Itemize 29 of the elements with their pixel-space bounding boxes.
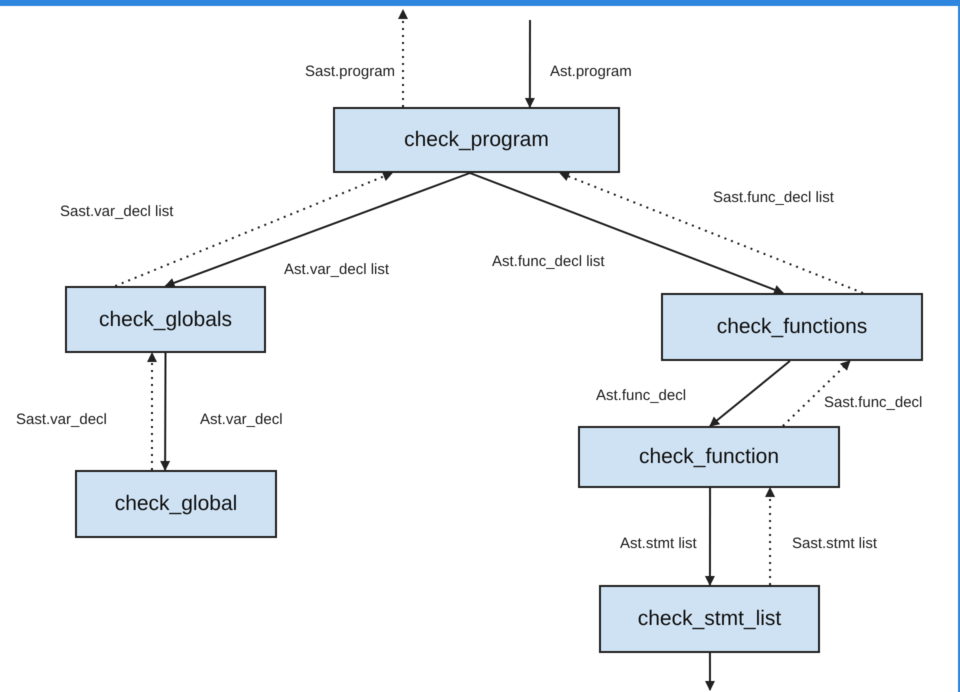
dotted-arrow <box>782 360 851 427</box>
dotted-arrow <box>398 9 408 107</box>
arrow <box>704 488 715 586</box>
arrow <box>160 353 170 471</box>
edge-label: Sast.var_decl <box>14 411 109 428</box>
edge-label: Ast.var_decl <box>198 411 285 428</box>
edge-label: Sast.func_decl <box>822 394 924 411</box>
function-box: check_globals <box>65 286 266 353</box>
edge-label: Sast.func_decl list <box>711 189 836 206</box>
dotted-arrow <box>114 172 394 287</box>
function-box: check_program <box>333 107 620 173</box>
function-box: check_global <box>75 470 277 538</box>
edge-label: Ast.var_decl list <box>282 261 392 278</box>
edge-label: Ast.program <box>548 63 634 80</box>
edge-label: Ast.func_decl <box>594 387 688 404</box>
arrow <box>164 172 470 288</box>
arrow <box>470 172 784 294</box>
function-box: check_functions <box>661 293 923 361</box>
arrow <box>524 20 535 108</box>
edge-label: Sast.var_decl list <box>58 203 176 220</box>
function-box: check_function <box>578 426 840 488</box>
dotted-arrow <box>559 172 864 294</box>
edge-label: Ast.func_decl list <box>490 253 607 270</box>
edge-label: Sast.program <box>303 63 398 80</box>
arrow <box>704 653 715 691</box>
dotted-arrow <box>147 352 158 470</box>
arrow <box>709 360 791 427</box>
dotted-arrow <box>765 487 776 585</box>
function-box: check_stmt_list <box>599 585 820 653</box>
